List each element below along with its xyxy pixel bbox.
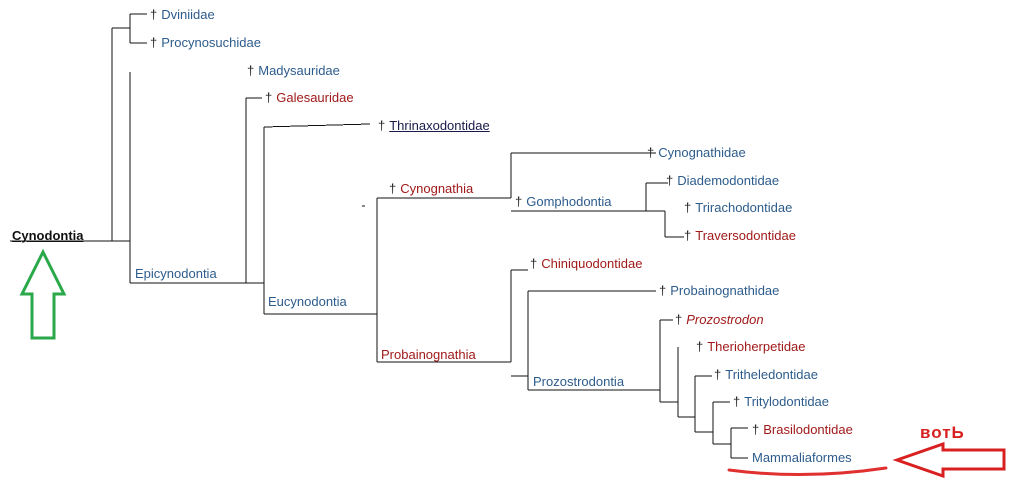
clade-gomphodontia: †Gomphodontia [515,194,612,209]
taxon-trirachodontidae: †Trirachodontidae [684,200,793,215]
dagger-marker: † [265,90,273,105]
taxon-cynognathidae: †Cynognathidae [647,145,746,160]
taxon-brasilodontidae: †Brasilodontidae [752,422,853,437]
dagger-marker: † [752,422,760,437]
taxon-thrinaxodontidae: †Thrinaxodontidae [378,118,490,133]
dagger-marker: † [150,7,158,22]
dagger-marker: † [666,173,674,188]
dagger-marker: † [389,181,397,196]
taxon-probainognathidae: †Probainognathidae [659,283,780,298]
dagger-marker: † [247,63,255,78]
taxon-prozostrodon: †Prozostrodon [675,312,764,327]
taxon-therioherpetidae: †Therioherpetidae [696,339,806,354]
clade-cynognathia: †Cynognathia [389,181,474,196]
dagger-marker: † [659,283,667,298]
dagger-marker: † [530,256,538,271]
root-label: Cynodontia [12,228,84,243]
dagger-marker: † [378,118,386,133]
taxon-tritheledontidae: †Tritheledontidae [714,367,818,382]
taxon-tritylodontidae: †Tritylodontidae [733,394,830,409]
dagger-marker: † [733,394,741,409]
arrow-up-icon [19,248,67,340]
annotation-text: вотЬ [920,423,965,442]
arrow-left-icon [892,441,1006,479]
branch-line [263,123,371,128]
taxon-galesauridae: †Galesauridae [265,90,354,105]
dagger-marker: † [696,339,704,354]
clade-prozostrodontia: Prozostrodontia [533,374,625,389]
taxon-madysauridae: †Madysauridae [247,63,340,78]
dagger-marker: † [515,194,523,209]
taxon-diademodontidae: †Diademodontidae [666,173,780,188]
dagger-marker: † [684,200,692,215]
clade-eucynodontia: Eucynodontia [268,294,347,309]
dagger-marker: † [684,228,692,243]
clade-probainognathia: Probainognathia [381,347,476,362]
dagger-marker: † [714,367,722,382]
dagger-marker: † [675,312,683,327]
taxon-dviniidae: †Dviniidae [150,7,215,22]
clade-epicynodontia: Epicynodontia [135,266,217,281]
taxon-procynosuchidae: †Procynosuchidae [150,35,261,50]
dagger-marker: † [647,145,655,160]
dagger-marker: † [150,35,158,50]
highlight-underline [727,466,888,477]
taxon-chiniquodontidae: †Chiniquodontidae [530,256,643,271]
taxon-mammaliaformes: Mammaliaformes [752,450,852,465]
taxon-traversodontidae: †Traversodontidae [684,228,796,243]
